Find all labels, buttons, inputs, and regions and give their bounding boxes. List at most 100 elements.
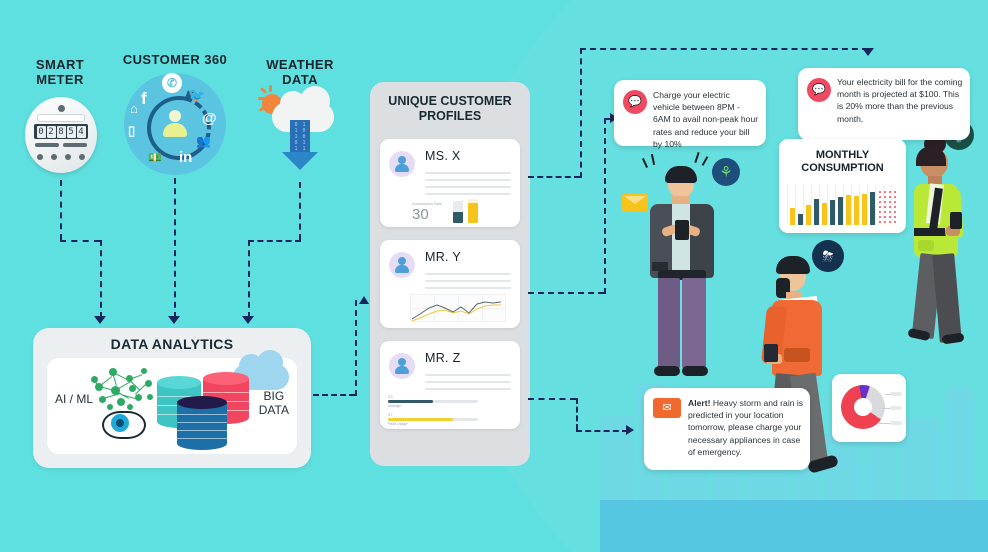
- connector-c360-v: [174, 178, 176, 318]
- message-text-bill: Your electricity bill for the coming mon…: [837, 77, 963, 124]
- wallet-icon: 💵: [148, 152, 162, 164]
- meter-reading-display: 0 2 8 5 4: [34, 124, 88, 139]
- neural-network-icon: [89, 364, 155, 410]
- mc-title-line2: CONSUMPTION: [801, 162, 884, 175]
- profile-card-mr-y[interactable]: MR. Y: [380, 240, 520, 328]
- unique-customer-profiles-panel: UNIQUE CUSTOMER PROFILES MS. X Consumpti…: [370, 82, 530, 466]
- profile-name: MR. Z: [425, 351, 461, 365]
- meter-bar: [35, 143, 59, 147]
- profile-name: MS. X: [425, 149, 461, 163]
- big-data-line1: BIG: [263, 389, 285, 403]
- monthly-consumption-title: MONTHLY CONSUMPTION: [779, 149, 906, 176]
- big-data-line2: DATA: [258, 402, 289, 417]
- arrowhead-alert: [626, 425, 634, 435]
- envelope-icon: [622, 194, 648, 211]
- envelope-icon: ✉: [653, 398, 681, 418]
- connector-meter-h: [60, 240, 100, 242]
- facebook-icon: f: [141, 89, 147, 108]
- avatar: [389, 353, 415, 379]
- customer-360-label: CUSTOMER 360: [122, 52, 228, 67]
- monthly-consumption-plot: [787, 185, 898, 225]
- profiles-title: UNIQUE CUSTOMER PROFILES: [378, 94, 522, 124]
- bar: [862, 194, 867, 225]
- forecast-dots: [879, 191, 896, 225]
- bar: [814, 199, 819, 225]
- profile-card-ms-x[interactable]: MS. X Consumption Rate 30: [380, 139, 520, 227]
- message-text-alert: Alert! Heavy storm and rain is predicted…: [688, 397, 804, 458]
- meter-digit: 0: [36, 125, 46, 138]
- message-bubble-alert[interactable]: ✉ Alert! Heavy storm and rain is predict…: [644, 388, 810, 470]
- smart-meter-label-line2: METER: [36, 71, 84, 87]
- message-bubble-bill[interactable]: 💬 Your electricity bill for the coming m…: [798, 68, 970, 140]
- meter-digit: 8: [56, 125, 66, 138]
- bar: [854, 196, 859, 225]
- connector-analytics-v: [355, 300, 357, 396]
- person-man-gray-blazer: ⚘: [622, 151, 740, 390]
- progress-value: 23: [388, 394, 393, 399]
- twitter-icon: 🐦: [188, 87, 206, 103]
- arrowhead-c360: [168, 316, 180, 324]
- progress-fill-average: [388, 400, 433, 403]
- message-bubble-ev[interactable]: 💬 Charge your electric vehicle between 8…: [614, 80, 766, 149]
- customer-360-icon: f ✆ 🐦 @ 👥 in 💵 ▯ ⌂: [124, 73, 226, 175]
- connector-alert-h: [576, 430, 628, 432]
- connector-ev-h: [604, 118, 612, 120]
- smart-meter-label-line1: SMART: [35, 57, 85, 72]
- minibar-teal: [453, 212, 463, 223]
- meter-bar: [63, 143, 87, 147]
- connector-top-h: [580, 48, 868, 50]
- connector-msx-v: [580, 48, 582, 178]
- whatsapp-icon: ✆: [162, 73, 182, 93]
- eco-plant-icon: ⚘: [712, 158, 740, 186]
- connector-weather-v1: [299, 182, 301, 240]
- minibar-yellow: [468, 203, 478, 223]
- weather-label-line1: WEATHER: [266, 57, 334, 72]
- download-arrow-icon: [282, 152, 318, 170]
- progress-label: Peak Usage: [388, 422, 408, 426]
- people-icon: 👥: [196, 134, 211, 148]
- storm-cloud-icon: ⛈: [812, 240, 844, 272]
- donut-chart: [841, 385, 885, 429]
- meter-slot: [38, 115, 84, 121]
- avatar: [389, 252, 415, 278]
- line-chart-svg: [411, 301, 502, 322]
- connector-msx-h: [528, 176, 580, 178]
- progress-value: 37: [388, 412, 393, 417]
- smartphone-icon: ▯: [128, 123, 136, 138]
- donut-chart-card[interactable]: [832, 374, 906, 442]
- connector-analytics-h: [313, 394, 355, 396]
- data-analytics-title: DATA ANALYTICS: [110, 336, 234, 352]
- connector-mry-h: [528, 292, 604, 294]
- meter-digit: 2: [46, 125, 56, 138]
- line-chart: [410, 294, 506, 322]
- bar: [822, 203, 827, 225]
- progress-label: Average: [388, 404, 402, 408]
- bar: [790, 208, 795, 225]
- message-text-ev: Charge your electric vehicle between 8PM…: [653, 90, 759, 149]
- chat-bubble-icon: 💬: [807, 78, 831, 102]
- cloud-icon: [272, 86, 334, 132]
- meter-dots: [37, 154, 85, 160]
- connector-mrz-h: [528, 398, 576, 400]
- meter-knob: [57, 105, 65, 112]
- connector-mry-v: [604, 118, 606, 294]
- data-analytics-panel: DATA ANALYTICS AI / ML: [33, 328, 311, 468]
- arrowhead-meter: [94, 316, 106, 324]
- connector-mrz-v: [576, 398, 578, 430]
- smart-meter-icon: 0 2 8 5 4: [25, 97, 97, 173]
- profile-name: MR. Y: [425, 250, 461, 264]
- monthly-consumption-card[interactable]: MONTHLY CONSUMPTION: [779, 139, 906, 233]
- smart-meter-label: SMART METER: [10, 57, 110, 87]
- progress-fill-peak: [388, 418, 453, 421]
- bar: [838, 197, 843, 225]
- connector-meter-v2: [100, 240, 102, 318]
- data-analytics-body: AI / ML: [47, 350, 297, 454]
- connector-meter-v1: [60, 180, 62, 240]
- ground-strip: [600, 500, 988, 552]
- bar: [806, 205, 811, 225]
- profile-card-mr-z[interactable]: MR. Z 23 Average 37 Peak Usage: [380, 341, 520, 429]
- alert-body-text: Heavy storm and rain is predicted in you…: [688, 398, 804, 457]
- meter-digit: 5: [66, 125, 76, 138]
